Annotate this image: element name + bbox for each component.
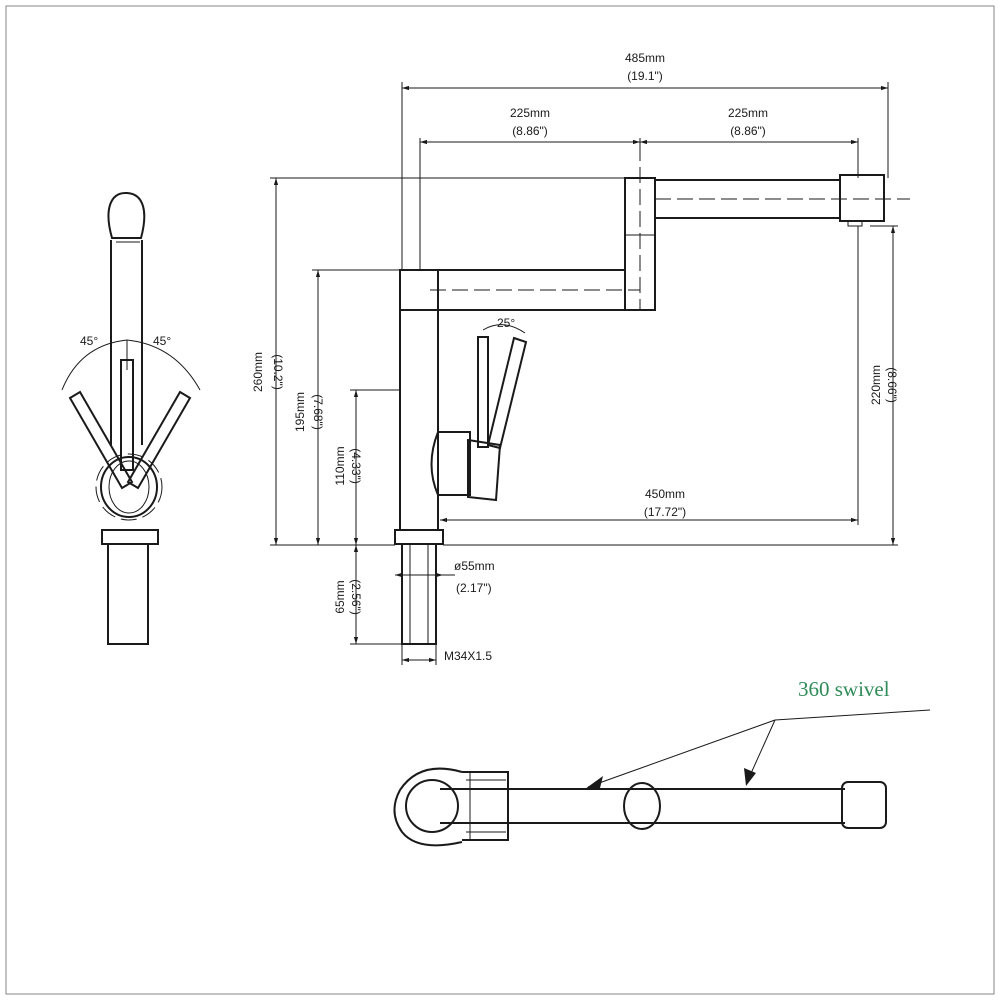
top-base-outer — [393, 767, 463, 847]
top-joint-ball — [623, 782, 661, 830]
dim-arm-right-metric: 225mm — [728, 106, 768, 120]
dim-base-diameter-metric: ø55mm — [454, 559, 495, 573]
side-base-ring — [101, 529, 159, 545]
side-shank — [107, 543, 149, 645]
side-angle-arc-right — [126, 339, 201, 391]
dim-shank-imperial: (2.56") — [349, 579, 363, 615]
dim-base-diameter-imperial: (2.17") — [456, 581, 492, 595]
top-view: 360 swivel — [393, 677, 931, 847]
side-handle-ball — [100, 456, 158, 518]
swivel-arrow-2 — [747, 719, 776, 781]
top-base-circle — [405, 779, 459, 833]
dim-handle-height-metric: 110mm — [333, 446, 347, 485]
top-body-block — [462, 771, 509, 841]
top-spout-end — [841, 781, 887, 829]
dim-total-height-imperial: (10.2") — [271, 354, 285, 390]
front-handle-cam — [467, 438, 502, 502]
dim-overall-metric: 485mm — [625, 51, 665, 65]
dim-reach-metric: 450mm — [645, 487, 685, 501]
dim-arm-left-imperial: (8.86") — [512, 124, 548, 138]
dim-clearance-metric: 220mm — [869, 365, 883, 405]
dimension-labels: 485mm (19.1") 225mm (8.86") 225mm (8.86"… — [251, 51, 899, 663]
dimension-lines — [270, 82, 898, 665]
dim-reach-imperial: (17.72") — [644, 505, 686, 519]
dim-body-height-metric: 195mm — [293, 392, 307, 432]
dim-thread: M34X1.5 — [444, 649, 492, 663]
front-handle-lever-upright — [477, 336, 489, 448]
dim-arm-left-metric: 225mm — [510, 106, 550, 120]
side-spout-cap — [107, 191, 146, 239]
front-handle-tilt-arc — [482, 324, 526, 334]
dim-arm-right-imperial: (8.86") — [730, 124, 766, 138]
side-angle-left-label: 45° — [80, 334, 98, 348]
front-handle-lever-tilted — [486, 336, 528, 450]
dim-total-height-metric: 260mm — [251, 352, 265, 392]
front-view: 25° — [394, 145, 910, 645]
side-handle-left — [68, 390, 134, 490]
swivel-label: 360 swivel — [798, 677, 890, 701]
front-shank — [401, 543, 437, 645]
dim-handle-height-imperial: (4.33") — [349, 448, 363, 484]
side-handle-right — [126, 390, 192, 490]
side-view: 45° 45° — [61, 191, 201, 645]
swivel-arrow-1 — [587, 719, 776, 788]
side-angle-right-label: 45° — [153, 334, 171, 348]
front-base-ring — [394, 529, 444, 545]
drawing-frame — [5, 5, 995, 995]
dim-shank-metric: 65mm — [333, 580, 347, 613]
dim-overall-imperial: (19.1") — [627, 69, 663, 83]
front-spout-head — [839, 174, 885, 222]
swivel-leader-line — [774, 709, 931, 721]
side-angle-arc-left — [61, 339, 128, 391]
dim-body-height-imperial: (7.68") — [311, 394, 325, 430]
side-handle-center — [120, 359, 134, 471]
front-handle-tilt-label: 25° — [497, 316, 515, 330]
dim-clearance-imperial: (8.66") — [885, 367, 899, 403]
front-handle-block — [430, 431, 471, 496]
